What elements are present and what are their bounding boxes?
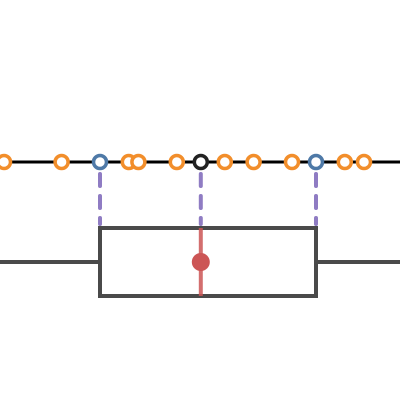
data-point-4 (130, 153, 147, 171)
data-point-1 (53, 153, 70, 171)
mean-marker (191, 253, 210, 271)
data-point-8 (245, 153, 262, 171)
data-point-11 (336, 153, 354, 171)
median-point-6 (192, 153, 210, 171)
quartile-point-10 (307, 153, 325, 171)
interquartile-box (98, 226, 318, 298)
data-point-5 (168, 153, 186, 171)
data-point-0 (0, 153, 13, 171)
data-point-9 (283, 153, 301, 171)
quartile-point-2 (91, 153, 109, 171)
data-point-7 (216, 153, 234, 171)
data-point-12 (355, 153, 373, 171)
